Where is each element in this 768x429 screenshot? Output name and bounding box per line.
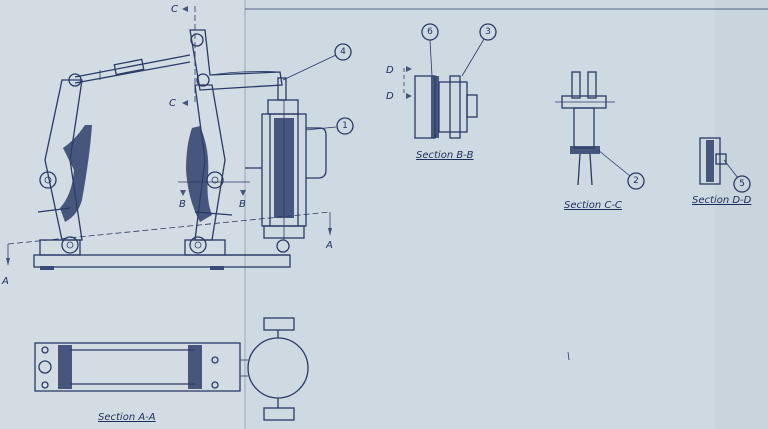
thruster-bottom-cap (263, 225, 305, 239)
cc-rod-1 (577, 153, 581, 186)
balloon-3 (479, 23, 497, 41)
aa-hole-3 (211, 356, 219, 364)
cc-rod-2 (589, 153, 593, 186)
bb-boss (466, 94, 478, 118)
balloon-5-label: 5 (739, 179, 745, 189)
cc-fork-left (571, 71, 581, 99)
cut-letter-b-left: B (179, 199, 186, 210)
bb-arrow-d-top (406, 66, 412, 72)
balloon-2-label: 2 (633, 176, 639, 186)
thruster-base-pivot (276, 239, 290, 253)
balloon-3-label: 3 (485, 27, 491, 37)
left-adjust-bolt (37, 207, 71, 213)
cc-fork-right (587, 71, 597, 99)
right-arm-base-pivot (189, 236, 207, 254)
aa-pivot-left (38, 360, 52, 374)
aa-lug-bottom (263, 407, 295, 421)
leader-6 (429, 39, 433, 77)
cut-arrow-b-right (240, 190, 246, 196)
aa-hole-2 (41, 381, 49, 389)
section-b-b-view: D D 6 3 Section B-B (386, 23, 497, 161)
cc-pin (570, 146, 600, 154)
balloon-4-label: 4 (340, 47, 346, 57)
tie-rod-upper (74, 54, 191, 78)
dd-lining (706, 140, 714, 182)
section-d-d-view: 5 Section D-D (692, 137, 752, 206)
leader-1 (305, 126, 337, 131)
bell-crank-top-eye (190, 33, 204, 47)
section-b-b-label: Section B-B (416, 150, 474, 161)
main-elevation-view: A A B B C C 1 4 (1, 4, 354, 287)
bb-pin (449, 75, 461, 139)
stray-mark (567, 351, 570, 361)
balloon-1 (336, 117, 354, 135)
cut-arrow-c-bottom (182, 100, 188, 106)
bb-arrow-d-bottom (406, 93, 412, 99)
cut-letter-d-top: D (386, 65, 394, 76)
section-a-a-view: Section A-A (34, 317, 309, 423)
dd-rivet (715, 153, 727, 165)
cut-letter-b-right: B (239, 199, 246, 210)
left-shoe-pivot (39, 171, 57, 189)
leader-4 (282, 54, 337, 81)
right-shoe-pivot (206, 171, 224, 189)
base-foot-right (210, 266, 224, 270)
bell-crank-arm-shadow (209, 71, 281, 76)
left-arm-base-pivot (61, 236, 79, 254)
bell-crank-pivot (196, 73, 210, 87)
cut-letter-d-bottom: D (386, 91, 394, 102)
right-adjust-bolt (194, 211, 233, 216)
section-c-c-view: 2 Section C-C (555, 71, 645, 211)
cut-arrow-c-top (182, 6, 188, 12)
tie-rod-lower (74, 61, 191, 84)
cut-arrow-a-right (328, 228, 332, 236)
aa-hole-1 (41, 346, 49, 354)
aa-lug-top (263, 317, 295, 331)
paper-fold-right (715, 0, 768, 429)
base-rib-left (39, 239, 81, 256)
base-foot-left (40, 266, 54, 270)
bb-lining (431, 76, 439, 138)
leader-3 (461, 38, 485, 77)
balloon-6 (421, 23, 439, 41)
cut-arrow-a-left (6, 258, 10, 266)
cut-letter-c-top: C (171, 4, 178, 15)
aa-shoe-left (58, 345, 72, 389)
leader-2 (597, 149, 631, 177)
left-shoe-pivot-pin (44, 176, 52, 184)
cut-letter-a-left: A (1, 276, 9, 287)
aa-hole-4 (211, 381, 219, 389)
cut-letter-c-bottom: C (169, 98, 176, 109)
section-a-a-label: Section A-A (98, 412, 156, 423)
left-arm-base-pin (66, 241, 74, 249)
aa-shoe-right (188, 345, 202, 389)
cut-arrow-b-left (180, 190, 186, 196)
dd-plate (699, 137, 721, 185)
balloon-4 (334, 43, 352, 61)
right-brake-shoe (186, 126, 212, 222)
section-c-c-label: Section C-C (564, 200, 622, 211)
cut-letter-a-right: A (325, 240, 333, 251)
section-d-d-label: Section D-D (692, 195, 752, 206)
tie-rod-spring (113, 58, 145, 76)
right-arm-base-pin (194, 241, 202, 249)
balloon-6-label: 6 (427, 27, 433, 37)
balloon-5 (733, 175, 751, 193)
left-brake-arm (44, 79, 83, 241)
balloon-1-label: 1 (342, 121, 348, 131)
left-top-eye (68, 73, 82, 87)
leader-5 (723, 159, 739, 179)
aa-base-frame (34, 342, 241, 392)
balloon-2 (627, 172, 645, 190)
left-brake-shoe (60, 125, 92, 222)
base-plate (33, 254, 291, 268)
right-shoe-pivot-pin (211, 176, 219, 184)
